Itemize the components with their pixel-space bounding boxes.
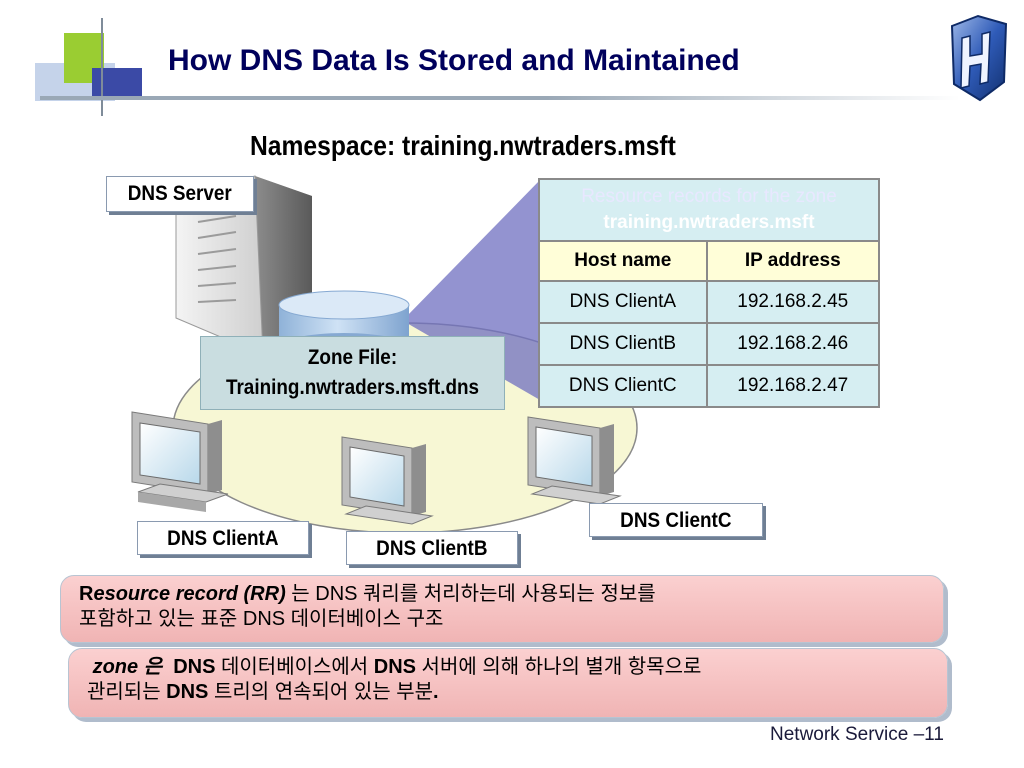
note-line: 포함하고 있는 표준 DNS 데이터베이스 구조 [79,608,444,630]
note-resource-record: Resource record (RR) 는 DNS 쿼리를 처리하는데 사용되… [60,575,944,643]
header-rule [40,96,960,100]
table-row: DNS ClientC 192.168.2.47 [538,364,881,408]
computer-icon [131,411,229,512]
resource-records-table: Resource records for the zone training.n… [538,178,881,408]
header-decoration-block [92,68,142,100]
ip-cell: 192.168.2.47 [705,364,881,408]
client-label: DNS ClientB [346,531,518,565]
client-label: DNS ClientC [589,503,763,537]
zone-file-title: Zone File: [307,346,398,369]
note-line: Resource record (RR) 는 DNS 쿼리를 처리하는데 사용되… [79,583,656,605]
table-caption-zone: training.nwtraders.msft [603,212,815,233]
logo-shield-icon [950,14,1008,102]
zone-projection-wedge [405,180,540,400]
column-header-ip: IP address [705,240,881,282]
table-row: DNS ClientB 192.168.2.46 [538,322,881,366]
note-line: 관리되는 DNS 트리의 연속되어 있는 부분. [87,681,439,703]
dns-server-label: DNS Server [106,176,254,212]
table-caption-line: Resource records for the zone [581,186,837,207]
computer-icon [341,436,434,525]
note-line: zone 은 DNS 데이터베이스에서 DNS 서버에 의해 하나의 별개 항목… [92,656,702,678]
table-caption: Resource records for the zone training.n… [538,178,880,242]
ip-cell: 192.168.2.46 [705,322,881,366]
client-label: DNS ClientA [137,521,309,555]
host-cell: DNS ClientC [538,364,708,408]
server-icon [175,175,312,356]
zone-file-label: Zone File: Training.nwtraders.msft.dns [200,336,505,410]
namespace-heading: Namespace: training.nwtraders.msft [250,130,676,161]
computer-icon [527,416,622,505]
host-cell: DNS ClientA [538,280,708,324]
ip-cell: 192.168.2.45 [705,280,881,324]
slide-footer: Network Service –11 [770,724,944,745]
table-row: DNS ClientA 192.168.2.45 [538,280,881,324]
header-divider [101,18,103,116]
host-cell: DNS ClientB [538,322,708,366]
zone-file-name: Training.nwtraders.msft.dns [225,376,480,399]
column-header-host: Host name [538,240,708,282]
page-title: How DNS Data Is Stored and Maintained [168,44,740,77]
note-zone: zone 은 DNS 데이터베이스에서 DNS 서버에 의해 하나의 별개 항목… [68,648,948,718]
